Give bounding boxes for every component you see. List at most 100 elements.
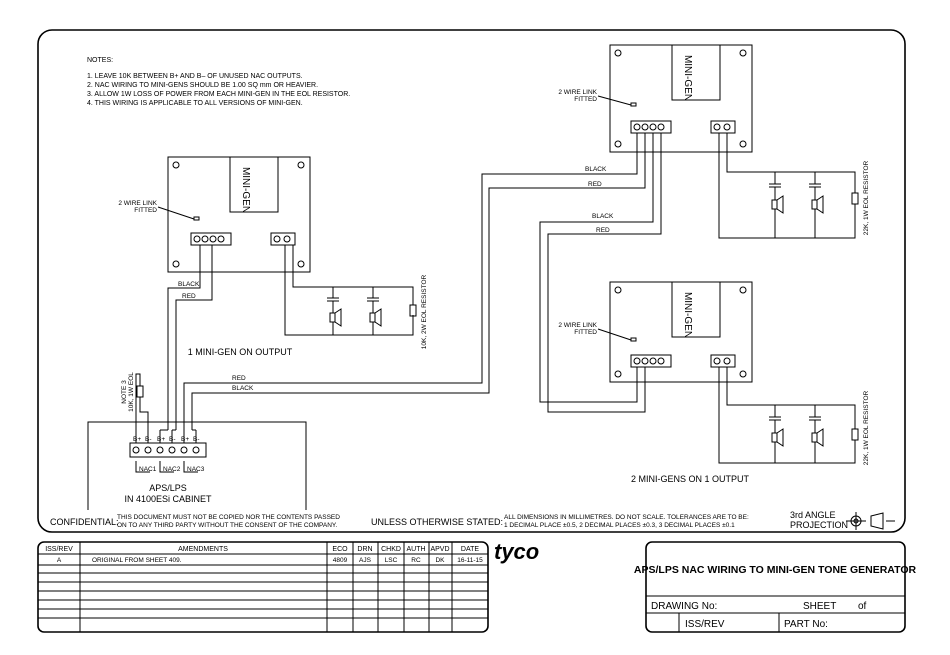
link-fitted-label: FITTED xyxy=(574,96,597,103)
eol-resistor-label: 10K, 2W EOL RESISTOR xyxy=(421,274,428,349)
sheet-label: SHEET xyxy=(803,601,836,612)
projection-line-2: PROJECTION xyxy=(790,520,848,530)
sounder xyxy=(771,199,778,210)
wiring-bottom-right: 22K, 1W EOL RESISTOR 2 MINI-GENS ON 1 OU… xyxy=(631,367,870,484)
mounting-hole xyxy=(614,49,622,57)
mounting-hole xyxy=(172,161,180,169)
mounting-hole xyxy=(614,370,622,378)
wiring-left: BLACK RED 10K, 2W EOL RESISTOR 1 MINI-GE… xyxy=(167,245,428,430)
mounting-hole xyxy=(172,260,180,268)
notes-block: NOTES: 1. LEAVE 10K BETWEEN B+ AND B– OF… xyxy=(87,57,350,107)
eol-resistor xyxy=(409,304,417,317)
part-no-label: PART No: xyxy=(784,619,828,630)
mini-gen-label: MINI-GEN xyxy=(682,292,693,338)
wire-label-black: BLACK xyxy=(592,213,614,220)
wire-label-black: BLACK xyxy=(232,385,254,392)
wire-link xyxy=(630,102,637,107)
wire-link xyxy=(630,337,637,342)
wire-label-red: RED xyxy=(182,293,196,300)
mounting-hole xyxy=(614,286,622,294)
confidential-line-2: ON TO ANY THIRD PARTY WITHOUT THE CONSEN… xyxy=(117,522,337,529)
mini-gen-label: MINI-GEN xyxy=(240,167,251,213)
header-chkd: CHKD xyxy=(381,546,401,553)
wiring-right-run: RED BLACK BLACK RED BLACK RED xyxy=(183,133,662,430)
eol-resistor-label: 22K, 1W EOL RESISTOR xyxy=(863,390,870,465)
mounting-hole xyxy=(739,370,747,378)
note3-eol-label: 10K, 1W EOL xyxy=(128,372,135,412)
eol-resistor xyxy=(136,385,144,398)
mounting-hole xyxy=(614,140,622,148)
title-block: APS/LPS NAC WIRING TO MINI-GEN TONE GENE… xyxy=(634,541,916,633)
confidential-line-1: THIS DOCUMENT MUST NOT BE COPIED NOR THE… xyxy=(117,514,340,521)
aps-lps-label: APS/LPS xyxy=(149,483,187,493)
link-label: 2 WIRE LINK xyxy=(118,200,157,207)
confidential-label: CONFIDENTIAL: xyxy=(50,517,119,527)
footer-notes: CONFIDENTIAL: THIS DOCUMENT MUST NOT BE … xyxy=(50,510,895,530)
link-fitted-label: FITTED xyxy=(574,329,597,336)
row-apvd: DK xyxy=(435,557,445,564)
drawing-border xyxy=(37,29,906,533)
header-auth: AUTH xyxy=(406,546,425,553)
mini-gen-unit-top-right: MINI-GEN 2 WIRE LINK FITTED xyxy=(558,44,753,153)
note-3: 3. ALLOW 1W LOSS OF POWER FROM EACH MINI… xyxy=(87,91,350,98)
wire-label-red: RED xyxy=(588,181,602,188)
terminal-block-out xyxy=(710,120,736,134)
note-4: 4. THIS WIRING IS APPLICABLE TO ALL VERS… xyxy=(87,100,303,107)
mounting-hole xyxy=(739,140,747,148)
link-label: 2 WIRE LINK xyxy=(558,322,597,329)
terminal-label: B+ xyxy=(157,436,165,443)
row-amendment: ORIGINAL FROM SHEET 409. xyxy=(92,557,182,564)
note-1: 1. LEAVE 10K BETWEEN B+ AND B– OF UNUSED… xyxy=(87,73,303,80)
drawing-no-label: DRAWING No: xyxy=(651,601,717,612)
wire-label-black: BLACK xyxy=(585,166,607,173)
wire-label-red: RED xyxy=(596,227,610,234)
amendments-table: ISS/REV AMENDMENTS ECO DRN CHKD AUTH APV… xyxy=(37,541,489,633)
mini-gen-unit-left: MINI-GEN 2 WIRE LINK FITTED xyxy=(118,156,311,273)
sounder xyxy=(771,432,778,443)
mounting-hole xyxy=(297,260,305,268)
sounder xyxy=(369,312,376,323)
sounder xyxy=(811,432,818,443)
mounting-hole xyxy=(739,49,747,57)
eol-resistor xyxy=(851,192,859,205)
note3-label: NOTE 3 xyxy=(121,380,128,404)
link-label: 2 WIRE LINK xyxy=(558,89,597,96)
terminal-block-out xyxy=(710,354,736,368)
notes-heading: NOTES: xyxy=(87,57,113,64)
row-drn: AJS xyxy=(359,557,372,564)
terminal-block-in xyxy=(190,232,232,246)
unless-label: UNLESS OTHERWISE STATED: xyxy=(371,517,503,527)
sounder xyxy=(811,199,818,210)
header-date: DATE xyxy=(461,546,479,553)
one-output-caption: 1 MINI-GEN ON OUTPUT xyxy=(188,347,293,357)
nac1-label: NAC1 xyxy=(139,466,157,473)
link-fitted-label: FITTED xyxy=(134,207,157,214)
wire-label-black: BLACK xyxy=(178,281,200,288)
aps-lps-panel: B+ B- B+ B- B+ B- NAC1 NAC2 NAC3 APS/LPS… xyxy=(87,372,307,510)
row-chkd: LSC xyxy=(385,557,398,564)
mounting-hole xyxy=(297,161,305,169)
dims-line-2: 1 DECIMAL PLACE ±0.5, 2 DECIMAL PLACES ±… xyxy=(504,522,735,529)
wire-label-red: RED xyxy=(232,375,246,382)
nac3-label: NAC3 xyxy=(187,466,205,473)
row-date: 16-11-15 xyxy=(457,557,483,564)
terminal-block-in xyxy=(630,354,672,368)
mini-gen-unit-bottom-right: MINI-GEN 2 WIRE LINK FITTED xyxy=(558,281,753,383)
mini-gen-label: MINI-GEN xyxy=(682,55,693,101)
sounder xyxy=(329,312,336,323)
nac2-label: NAC2 xyxy=(163,466,181,473)
two-output-caption: 2 MINI-GENS ON 1 OUTPUT xyxy=(631,474,750,484)
eol-resistor xyxy=(851,428,859,441)
header-eco: ECO xyxy=(332,546,348,553)
eol-resistor-label: 22K, 1W EOL RESISTOR xyxy=(863,160,870,235)
row-eco: 4809 xyxy=(333,557,348,564)
wiring-top-right: 22K, 1W EOL RESISTOR xyxy=(718,133,870,239)
tyco-logo: tyco xyxy=(494,539,539,564)
iss-rev-label: ISS/REV xyxy=(685,619,725,630)
row-iss: A xyxy=(57,557,62,564)
projection-line-1: 3rd ANGLE xyxy=(790,510,836,520)
cabinet-label: IN 4100ESi CABINET xyxy=(124,494,212,504)
row-auth: RC xyxy=(411,557,421,564)
terminal-block-in xyxy=(630,120,672,134)
